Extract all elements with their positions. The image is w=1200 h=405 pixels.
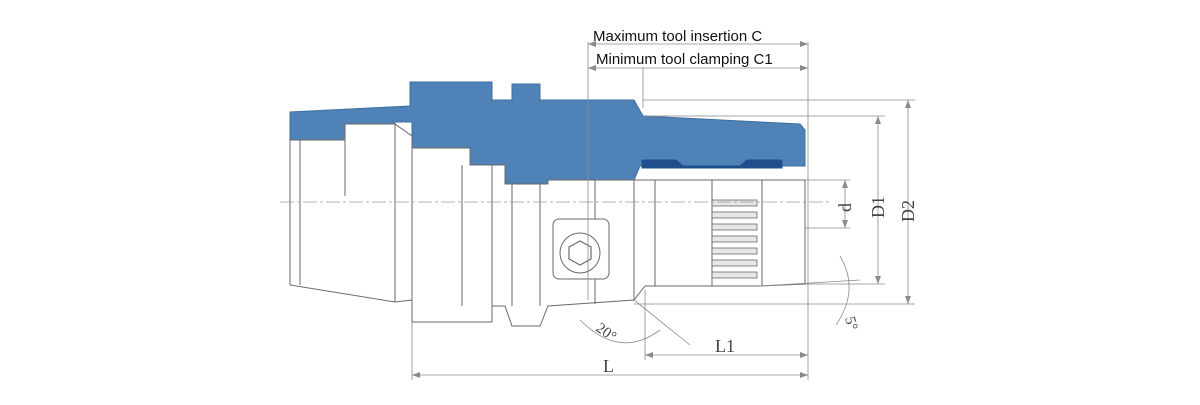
clamping-slot <box>641 159 783 169</box>
label-D2: D2 <box>898 200 918 222</box>
label-L1: L1 <box>715 336 735 356</box>
label-D1: D1 <box>868 196 888 218</box>
angle-5-arc <box>835 255 850 326</box>
label-min-clamping: Minimum tool clamping C1 <box>596 51 773 68</box>
dimension-arrows <box>412 41 911 378</box>
hex-screw-icon <box>552 218 610 280</box>
section-shaded <box>289 81 806 185</box>
angle-20-ray <box>633 299 691 346</box>
label-L: L <box>603 356 614 376</box>
angle-5-ray <box>759 279 861 287</box>
taper-shank <box>289 123 413 303</box>
angle-20-arc <box>579 319 661 344</box>
label-d: d <box>835 203 855 212</box>
label-max-insertion: Maximum tool insertion C <box>593 28 762 45</box>
label-angle-5: 5° <box>841 315 860 332</box>
thread-grooves <box>711 199 758 279</box>
